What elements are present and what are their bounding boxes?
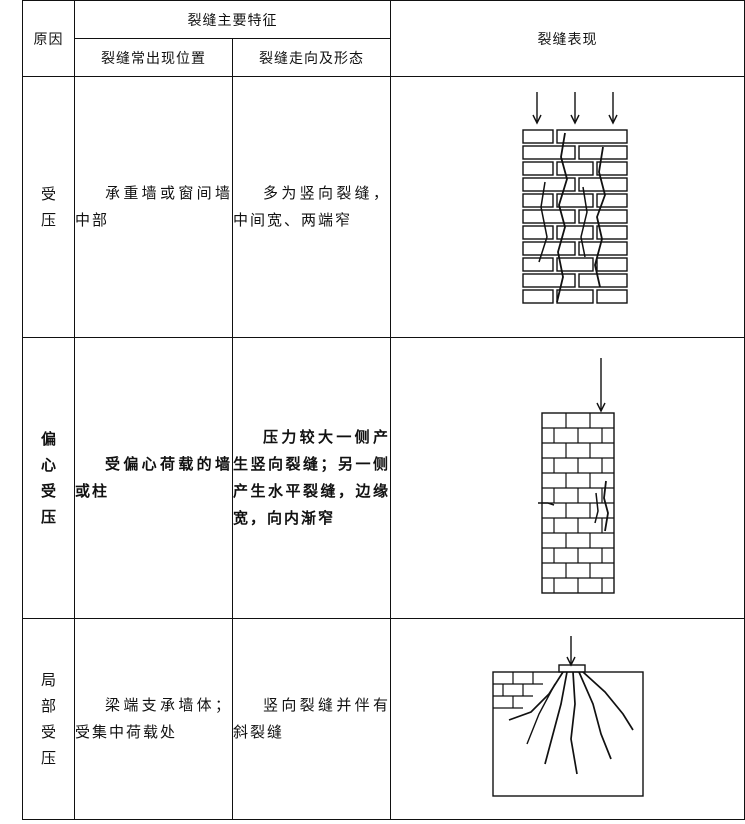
direction-cell: 多为竖向裂缝，中间宽、两端窄 — [232, 76, 391, 338]
appearance-cell — [390, 618, 745, 820]
table-row: 偏心受压 受偏心荷载的墙或柱 压力较大一侧产生竖向裂缝；另一侧产生水平裂缝，边缘… — [22, 337, 745, 619]
appearance-cell — [390, 76, 745, 338]
vertical-compression-crack-diagram — [521, 92, 628, 304]
crack-features-table: 原因 裂缝主要特征 裂缝表现 裂缝常出现位置 裂缝走向及形态 受压 承重墙或窗间… — [22, 0, 745, 820]
reason-label: 受压 — [40, 185, 56, 229]
eccentric-compression-crack-diagram — [537, 358, 615, 594]
reason-cell: 偏心受压 — [22, 337, 75, 619]
direction-text: 多为竖向裂缝，中间宽、两端窄 — [233, 184, 390, 229]
direction-text: 竖向裂缝并伴有斜裂缝 — [233, 696, 390, 741]
location-text: 梁端支承墙体；受集中荷载处 — [75, 696, 232, 741]
header-appearance: 裂缝表现 — [390, 0, 745, 77]
table-row: 局部受压 梁端支承墙体；受集中荷载处 竖向裂缝并伴有斜裂缝 — [22, 618, 745, 820]
header-features-group: 裂缝主要特征 — [74, 0, 391, 39]
direction-text: 压力较大一侧产生竖向裂缝；另一侧产生水平裂缝，边缘宽，向内渐窄 — [233, 428, 390, 527]
table-row: 受压 承重墙或窗间墙中部 多为竖向裂缝，中间宽、两端窄 — [22, 76, 745, 338]
reason-label: 偏心受压 — [40, 430, 56, 526]
direction-cell: 竖向裂缝并伴有斜裂缝 — [232, 618, 391, 820]
location-text: 承重墙或窗间墙中部 — [75, 184, 232, 229]
header-reason: 原因 — [22, 0, 75, 77]
location-cell: 梁端支承墙体；受集中荷载处 — [74, 618, 233, 820]
header-direction: 裂缝走向及形态 — [232, 38, 391, 77]
reason-label: 局部受压 — [40, 671, 56, 767]
reason-cell: 局部受压 — [22, 618, 75, 820]
appearance-cell — [390, 337, 745, 619]
local-compression-crack-diagram — [491, 636, 644, 797]
direction-cell: 压力较大一侧产生竖向裂缝；另一侧产生水平裂缝，边缘宽，向内渐窄 — [232, 337, 391, 619]
location-text: 受偏心荷载的墙或柱 — [75, 455, 232, 500]
reason-cell: 受压 — [22, 76, 75, 338]
location-cell: 承重墙或窗间墙中部 — [74, 76, 233, 338]
header-location: 裂缝常出现位置 — [74, 38, 233, 77]
location-cell: 受偏心荷载的墙或柱 — [74, 337, 233, 619]
